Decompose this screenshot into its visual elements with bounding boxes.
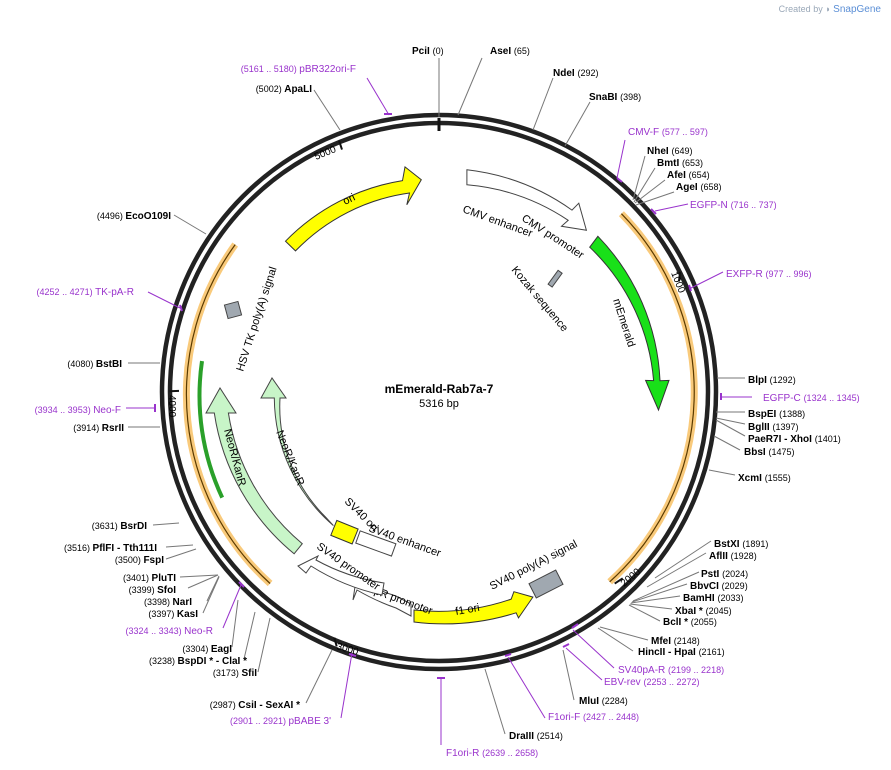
feature-neor-kanr-inner-arrow: [260, 377, 334, 526]
feature-neor-kanr-inner-label: NeoR/KanR: [273, 429, 306, 488]
enzyme-label-eagi: (3304) EagI: [182, 644, 232, 655]
enzyme-label-aflii: AflII (1928): [709, 551, 757, 562]
primer-label-tkpar: (4252 .. 4271) TK-pA-R: [37, 287, 134, 298]
enzyme-label-ndei: NdeI (292): [553, 68, 598, 79]
enzyme-label-afei: AfeI (654): [667, 170, 710, 181]
plasmid-size: 5316 bp: [419, 398, 459, 410]
primer-marks: [154, 113, 722, 679]
enzyme-label-bbvci: BbvCI (2029): [690, 581, 748, 592]
tick-mark: [677, 271, 682, 282]
tick-mark: [333, 637, 338, 647]
enzyme-label-bspei: BspEI (1388): [748, 409, 805, 420]
feature-sv40-enhancer-box: [355, 530, 397, 557]
feature-memerald-arrow: [589, 235, 670, 412]
enzyme-label-ecoo109i: (4496) EcoO109I: [97, 211, 171, 222]
enzyme-leader-lines: [128, 57, 746, 735]
enzyme-label-mfei: MfeI (2148): [651, 636, 700, 647]
tick-mark: [614, 577, 624, 585]
enzyme-label-nhei: NheI (649): [647, 146, 692, 157]
enzyme-label-nari: (3398) NarI: [144, 597, 192, 608]
enzyme-label-bglii: BglII (1397): [748, 422, 798, 433]
enzyme-label-csii: (2987) CsiI - SexAI *: [210, 700, 300, 711]
enzyme-label-bmti: BmtI (653): [657, 158, 703, 169]
primer-label-cmvf: CMV-F (577 .. 597): [628, 127, 708, 138]
primer-label-egfpn: EGFP-N (716 .. 737): [690, 200, 777, 211]
feature-sv40-promoter-arrow: [297, 554, 385, 596]
watermark-brand: SnapGene: [833, 4, 881, 15]
feature-sv40-ori-box: [330, 519, 359, 545]
enzyme-label-bbsi: BbsI (1475): [744, 447, 794, 458]
feature-sv40-polya-box: [528, 569, 564, 599]
snapgene-logo-icon: ◗: [825, 4, 831, 14]
enzyme-label-mlui: MluI (2284): [579, 696, 628, 707]
neo-green-arc: [197, 360, 225, 499]
primer-label-exfpr: EXFP-R (977 .. 996): [726, 269, 811, 280]
enzyme-label-sfoi: (3399) SfoI: [129, 585, 177, 596]
enzyme-label-bsrdi: (3631) BsrDI: [92, 521, 147, 532]
enzyme-label-blpi: BlpI (1292): [748, 375, 796, 386]
enzyme-label-draiii: DraIII (2514): [509, 731, 563, 742]
primer-label-sv40par: SV40pA-R (2199 .. 2218): [618, 665, 724, 676]
enzyme-label-pluti: (3401) PluTI: [123, 573, 176, 584]
feature-ori-label: ori: [341, 192, 357, 208]
egfp-orange-arc-line: [609, 213, 695, 583]
primer-label-neor: (3324 .. 3343) Neo-R: [126, 626, 213, 637]
primer-label-ebvrev: EBV-rev (2253 .. 2272): [604, 677, 700, 688]
feature-hsv-tk-box: [223, 300, 243, 320]
enzyme-label-kasi: (3397) KasI: [148, 609, 198, 620]
tick-mark: [338, 140, 343, 150]
primer-label-pbabe3: (2901 .. 2921) pBABE 3': [230, 716, 331, 727]
enzyme-label-bspdi: (3238) BspDI * - ClaI *: [149, 656, 247, 667]
feature-f1ori-arrow: [413, 591, 534, 625]
feature-hsv-tk-label: HSV TK poly(A) signal: [234, 265, 279, 373]
enzyme-label-snabi: SnaBI (398): [589, 92, 641, 103]
primer-label-pbr322orif: (5161 .. 5180) pBR322ori-F: [241, 64, 356, 75]
feature-f1ori-label: f1 ori: [454, 602, 480, 618]
primer-label-neof: (3934 .. 3953) Neo-F: [35, 405, 121, 416]
primer-label-egfpc: EGFP-C (1324 .. 1345): [763, 393, 860, 404]
tick-label: 5000: [313, 144, 338, 163]
feature-cmv-enhancer-arrow: [466, 169, 588, 231]
primer-label-f1orif: F1ori-F (2427 .. 2448): [548, 712, 639, 723]
primer-leader-lines: [126, 77, 752, 745]
tick-label: 4000: [166, 395, 177, 418]
feature-kozak-box: [547, 269, 563, 288]
enzyme-label-apali: (5002) ApaLI: [256, 84, 313, 95]
snapgene-watermark: Created by ◗ SnapGene: [779, 4, 881, 15]
neo-orange-arc-line: [185, 244, 271, 584]
enzyme-label-paer7i: PaeR7I - XhoI (1401): [748, 434, 841, 445]
watermark-prefix: Created by: [778, 4, 823, 14]
enzyme-label-psti: PstI (2024): [701, 569, 748, 580]
enzyme-label-rsrii: (3914) RsrII: [73, 423, 124, 434]
enzyme-label-xcmi: XcmI (1555): [738, 473, 791, 484]
feature-neor-kanr-outer-label: NeoR/KanR: [221, 428, 248, 488]
enzyme-label-agei: AgeI (658): [676, 182, 721, 193]
enzyme-label-pcii: PciI (0): [412, 46, 444, 57]
enzyme-label-bamhi: BamHI (2033): [683, 593, 743, 604]
plasmid-name: mEmerald-Rab7a-7: [385, 382, 494, 396]
primer-label-f1orir: F1ori-R (2639 .. 2658): [446, 748, 538, 759]
enzyme-label-bstbi: (4080) BstBI: [67, 359, 122, 370]
enzyme-label-pflfi: (3516) PflFI - Tth111I: [64, 543, 157, 554]
feature-ori-arrow: [284, 165, 422, 252]
enzyme-label-bcli: BclI * (2055): [663, 617, 717, 628]
feature-neor-kanr-outer-arrow: [205, 387, 303, 555]
enzyme-label-hincii: HincII - HpaI (2161): [638, 647, 725, 658]
enzyme-label-sfii: (3173) SfiI: [213, 668, 257, 679]
enzyme-label-bstxi: BstXI (1891): [714, 539, 768, 550]
enzyme-label-fspi: (3500) FspI: [115, 555, 164, 566]
enzyme-label-xbai: XbaI * (2045): [675, 606, 732, 617]
enzyme-label-asei: AseI (65): [490, 46, 530, 57]
